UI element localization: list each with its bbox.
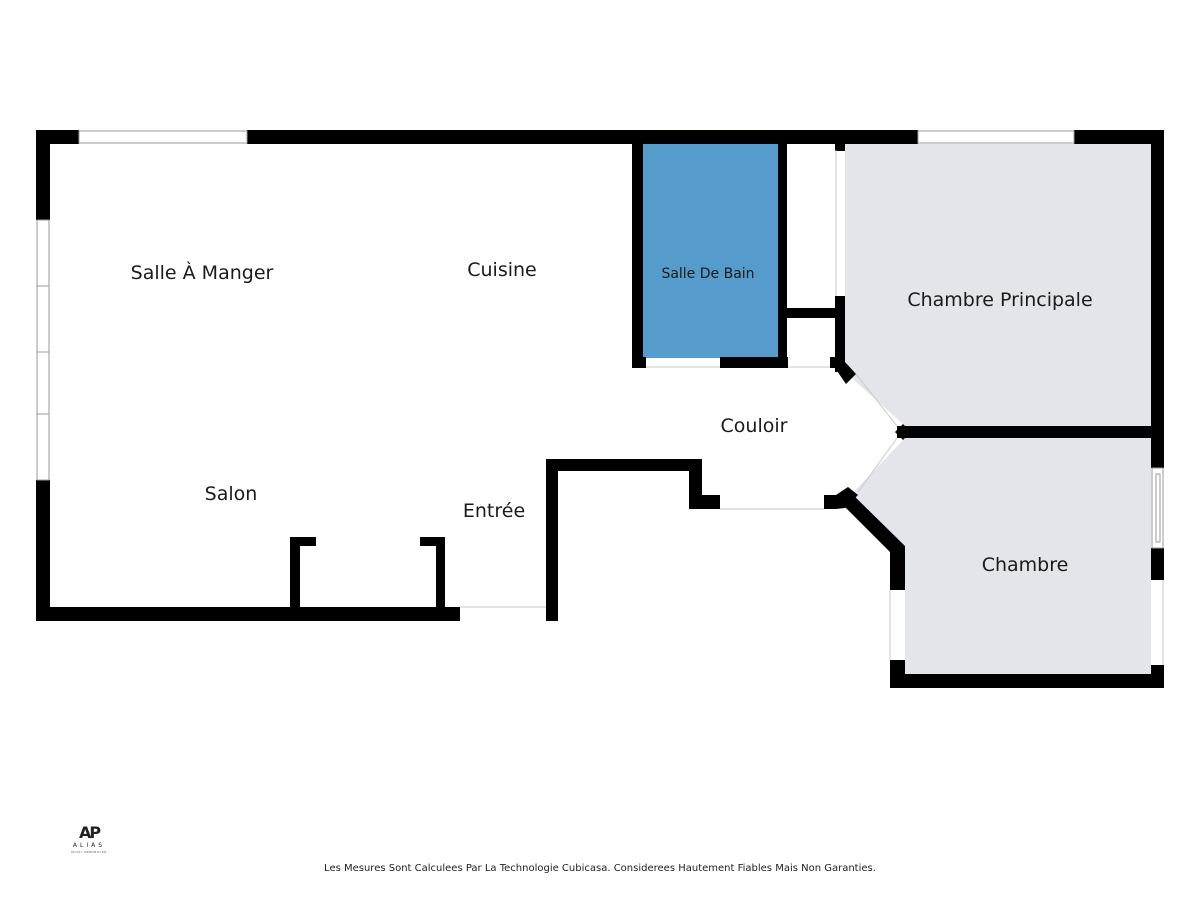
room-label-salle-a-manger: Salle À Manger [131,261,274,284]
disclaimer-text: Les Mesures Sont Calculees Par La Techno… [324,863,876,874]
bathroom-fill [642,144,778,358]
room-label-cuisine: Cuisine [467,259,537,281]
master-bedroom-fill [845,144,1151,426]
company-logo: AP ALIAS MULTI-IMMOBILIER [68,823,110,855]
door-openings [460,150,1164,665]
room-label-salon: Salon [205,483,258,505]
room-label-chambre-principale: Chambre Principale [907,289,1092,311]
windows [36,130,1164,549]
logo-mark: AP [78,823,101,842]
bedroom-fill [848,438,1151,674]
room-label-couloir: Couloir [721,415,788,437]
room-label-chambre: Chambre [982,554,1069,576]
logo-subtitle: MULTI-IMMOBILIER [71,850,107,854]
walls [36,130,1164,688]
logo-wordmark: ALIAS [72,842,106,849]
room-labels: Salle À Manger Cuisine Salle De Bain Cha… [131,259,1093,576]
room-label-entree: Entrée [463,500,525,522]
room-label-salle-de-bain: Salle De Bain [661,266,754,282]
